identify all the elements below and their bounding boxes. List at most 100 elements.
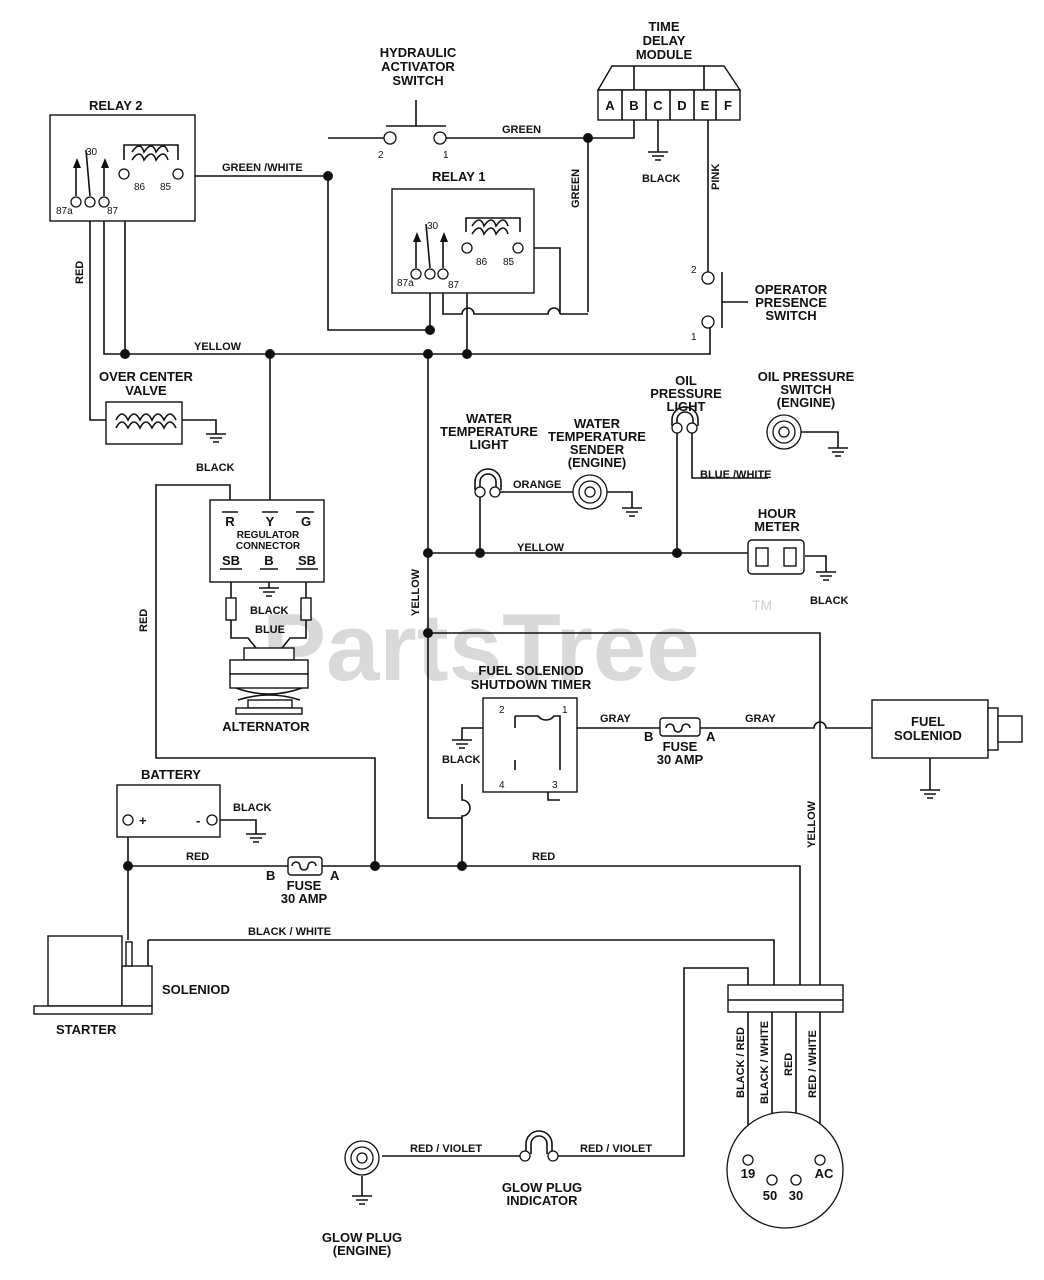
fuse-fuel: B A FUSE 30 AMP: [644, 717, 716, 767]
relay-2: RELAY 2 30 87a 87 86 85: [49, 98, 196, 222]
water-temperature-sender: WATER TEMPERATURE SENDER (ENGINE): [548, 416, 646, 510]
oil-pressure-light: OIL PRESSURE LIGHT: [650, 373, 722, 434]
svg-text:AC: AC: [815, 1166, 834, 1181]
wires: [89, 120, 931, 1196]
svg-text:SWITCH: SWITCH: [765, 308, 816, 323]
alternator: ALTERNATOR: [222, 647, 310, 734]
svg-text:RED: RED: [532, 851, 555, 863]
ground-icon: [452, 739, 472, 749]
svg-text:A: A: [706, 729, 716, 744]
svg-text:4: 4: [499, 780, 505, 791]
ground-symbols: [206, 151, 940, 1205]
svg-text:RED: RED: [783, 1053, 795, 1076]
glow-plug: GLOW PLUG (ENGINE): [322, 1140, 402, 1258]
svg-text:HOUR: HOUR: [758, 506, 797, 521]
fuel-solenoid-shutdown-timer: FUEL SOLENIOD SHUTDOWN TIMER 2 1 4 3: [471, 663, 592, 793]
svg-text:B: B: [629, 98, 638, 113]
svg-text:2: 2: [378, 150, 384, 161]
regulator-connector: R Y G REGULATOR CONNECTOR SB B SB: [209, 499, 325, 621]
svg-text:1: 1: [443, 150, 449, 161]
svg-text:B: B: [264, 553, 273, 568]
svg-text:LIGHT: LIGHT: [470, 437, 509, 452]
relay-2-label: RELAY 2: [89, 98, 142, 113]
svg-text:GREEN: GREEN: [502, 124, 541, 136]
svg-text:85: 85: [160, 182, 172, 193]
svg-text:19: 19: [741, 1166, 755, 1181]
svg-text:30: 30: [86, 147, 98, 158]
svg-text:F: F: [724, 98, 732, 113]
svg-text:RED / VIOLET: RED / VIOLET: [410, 1143, 482, 1155]
ground-icon: [920, 789, 940, 799]
hour-meter: HOUR METER: [747, 506, 805, 575]
ground-icon: [648, 151, 668, 161]
svg-text:87a: 87a: [56, 206, 73, 217]
svg-text:METER: METER: [754, 519, 800, 534]
svg-text:E: E: [701, 98, 710, 113]
svg-text:BLACK / WHITE: BLACK / WHITE: [759, 1021, 771, 1104]
svg-text:FUSE: FUSE: [287, 878, 322, 893]
svg-text:ORANGE: ORANGE: [513, 479, 561, 491]
relay-1: RELAY 1 30 87a 87 86 85: [391, 169, 535, 294]
svg-text:OIL PRESSURE: OIL PRESSURE: [758, 369, 855, 384]
svg-text:GRAY: GRAY: [745, 713, 776, 725]
svg-text:86: 86: [134, 182, 146, 193]
svg-text:G: G: [301, 514, 311, 529]
svg-text:GRAY: GRAY: [600, 713, 631, 725]
svg-text:WATER: WATER: [574, 416, 621, 431]
svg-text:YELLOW: YELLOW: [806, 800, 818, 848]
svg-text:TEMPERATURE: TEMPERATURE: [440, 424, 538, 439]
svg-text:1: 1: [562, 705, 568, 716]
relay-1-label: RELAY 1: [432, 169, 485, 184]
svg-text:D: D: [677, 98, 686, 113]
svg-text:YELLOW: YELLOW: [410, 568, 422, 616]
svg-text:BLACK: BLACK: [233, 802, 272, 814]
svg-text:RED: RED: [74, 261, 86, 284]
svg-text:ALTERNATOR: ALTERNATOR: [222, 719, 310, 734]
svg-text:87a: 87a: [397, 278, 414, 289]
ignition-key-switch: 19 50 30 AC: [726, 984, 844, 1229]
svg-text:BATTERY: BATTERY: [141, 767, 201, 782]
svg-text:PRESENCE: PRESENCE: [755, 295, 827, 310]
svg-text:YELLOW: YELLOW: [517, 542, 565, 554]
svg-text:BLACK / WHITE: BLACK / WHITE: [248, 926, 331, 938]
svg-text:RED: RED: [186, 851, 209, 863]
svg-text:85: 85: [503, 257, 515, 268]
svg-text:MODULE: MODULE: [636, 47, 693, 62]
oil-pressure-switch: OIL PRESSURE SWITCH (ENGINE): [758, 369, 855, 450]
svg-text:GREEN /WHITE: GREEN /WHITE: [222, 162, 303, 174]
water-temperature-light: WATER TEMPERATURE LIGHT: [440, 411, 538, 498]
svg-text:A: A: [605, 98, 615, 113]
svg-text:B: B: [266, 868, 275, 883]
svg-text:C: C: [653, 98, 663, 113]
svg-text:WATER: WATER: [466, 411, 513, 426]
ground-icon: [259, 587, 279, 597]
svg-text:GLOW PLUG: GLOW PLUG: [502, 1180, 582, 1195]
svg-text:A: A: [330, 868, 340, 883]
fuse-main: B A FUSE 30 AMP: [266, 856, 340, 906]
over-center-valve: OVER CENTER VALVE: [99, 369, 194, 445]
svg-text:BLACK: BLACK: [196, 462, 235, 474]
svg-text:87: 87: [448, 280, 460, 291]
svg-text:Y: Y: [266, 514, 275, 529]
svg-text:BLACK: BLACK: [442, 754, 481, 766]
svg-text:ACTIVATOR: ACTIVATOR: [381, 59, 455, 74]
svg-text:SWITCH: SWITCH: [392, 73, 443, 88]
svg-text:2: 2: [691, 265, 697, 276]
svg-text:RED: RED: [138, 609, 150, 632]
watermark: PartsTree: [262, 594, 700, 701]
svg-text:BLACK: BLACK: [810, 595, 849, 607]
svg-text:OIL: OIL: [675, 373, 697, 388]
ground-icon: [206, 433, 226, 443]
battery: BATTERY + -: [116, 767, 221, 838]
svg-text:OVER CENTER: OVER CENTER: [99, 369, 194, 384]
svg-text:BLACK / RED: BLACK / RED: [735, 1027, 747, 1098]
ground-icon: [622, 507, 642, 517]
junction-dots: [120, 133, 682, 871]
svg-text:3: 3: [552, 780, 558, 791]
svg-text:OPERATOR: OPERATOR: [755, 282, 828, 297]
svg-text:SHUTDOWN TIMER: SHUTDOWN TIMER: [471, 677, 592, 692]
svg-text:BLUE /WHITE: BLUE /WHITE: [700, 469, 772, 481]
svg-text:R: R: [225, 514, 235, 529]
svg-text:86: 86: [476, 257, 488, 268]
